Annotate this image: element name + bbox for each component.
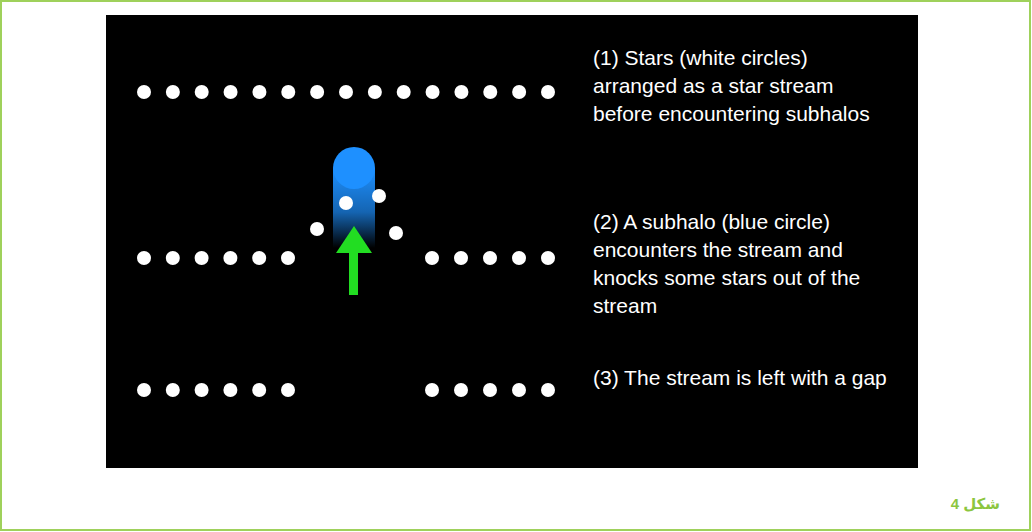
star	[310, 85, 324, 99]
star	[195, 85, 209, 99]
star	[166, 85, 180, 99]
star	[541, 251, 555, 265]
star	[281, 383, 295, 397]
star-dots	[137, 85, 555, 397]
star	[425, 383, 439, 397]
star	[281, 251, 295, 265]
star	[512, 383, 526, 397]
star	[541, 85, 555, 99]
star	[252, 383, 266, 397]
star	[252, 85, 266, 99]
star	[454, 383, 468, 397]
star	[137, 85, 151, 99]
star	[195, 383, 209, 397]
star	[483, 251, 497, 265]
star	[137, 383, 151, 397]
step-label-slot: (2) A subhalo (blue circle) encounters t…	[593, 208, 893, 320]
star	[223, 251, 237, 265]
star	[454, 251, 468, 265]
step-label: (1) Stars (white circles) arranged as a …	[593, 44, 893, 128]
star	[252, 251, 266, 265]
star	[425, 251, 439, 265]
star	[281, 85, 295, 99]
step-label: (3) The stream is left with a gap	[593, 364, 893, 392]
motion-arrow	[336, 226, 372, 295]
star	[512, 251, 526, 265]
star	[368, 85, 382, 99]
star	[224, 85, 238, 99]
star	[166, 251, 180, 265]
star	[541, 383, 555, 397]
step-label-slot: (1) Stars (white circles) arranged as a …	[593, 44, 893, 128]
star	[339, 85, 353, 99]
star	[454, 85, 468, 99]
star	[397, 85, 411, 99]
subhalo	[333, 147, 375, 189]
caption-slot: شکل 4	[951, 495, 1000, 513]
star	[223, 383, 237, 397]
step-label-slot: (3) The stream is left with a gap	[593, 364, 893, 392]
star	[483, 383, 497, 397]
step-label: (2) A subhalo (blue circle) encounters t…	[593, 208, 893, 320]
figure-caption: شکل 4	[951, 495, 1000, 513]
star	[166, 383, 180, 397]
panel	[106, 15, 918, 468]
star	[426, 85, 440, 99]
star	[137, 251, 151, 265]
star	[483, 85, 497, 99]
star	[512, 85, 526, 99]
star	[195, 251, 209, 265]
